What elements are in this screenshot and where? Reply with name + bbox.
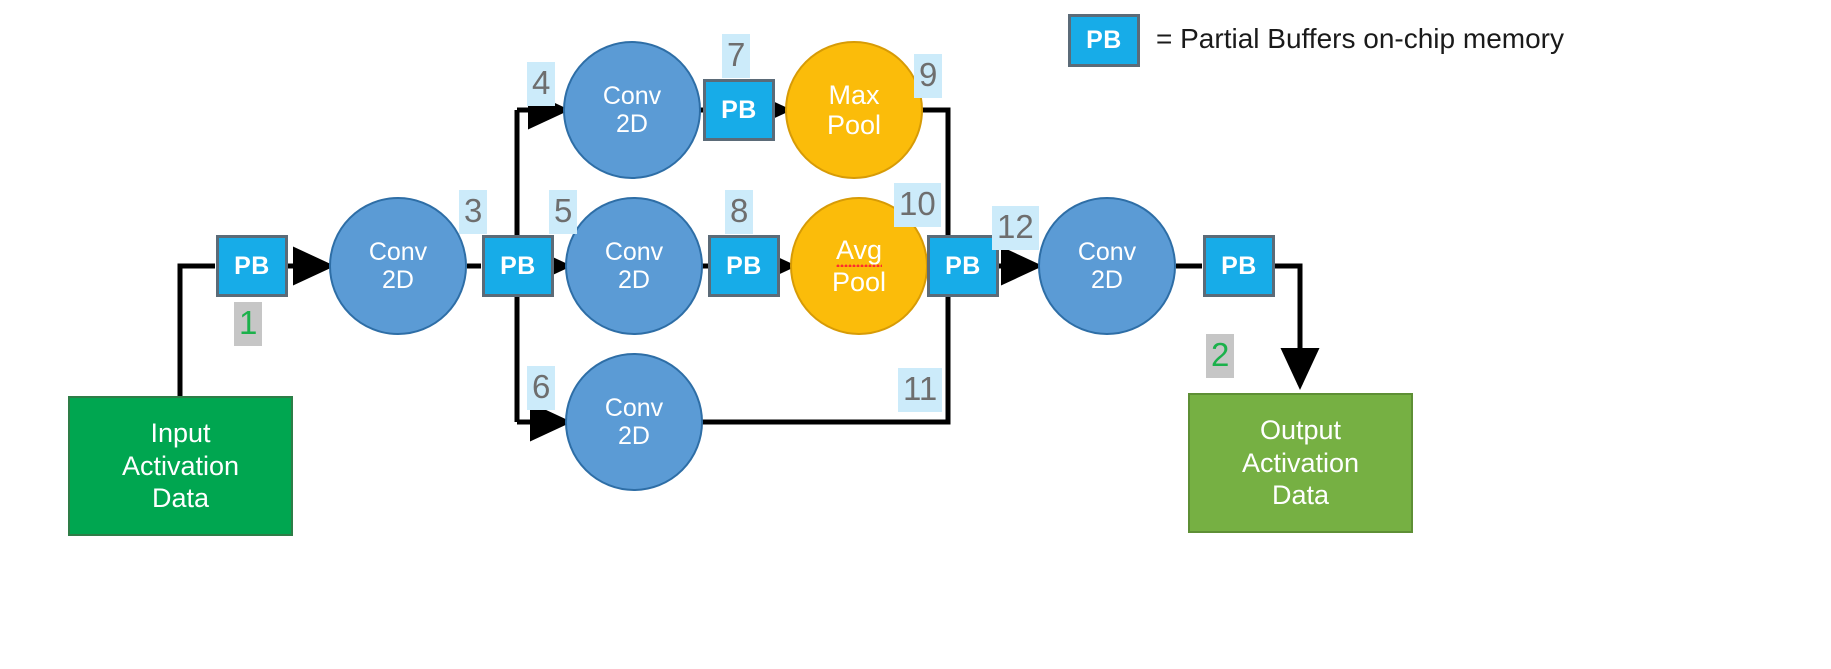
legend-pb-label: PB bbox=[1086, 26, 1122, 54]
max-pool-text: Max Pool bbox=[827, 80, 881, 140]
conv-last-text: Conv 2D bbox=[1078, 238, 1136, 294]
step-tag-1: 1 bbox=[234, 302, 263, 346]
wire-convbot-to-merge bbox=[700, 266, 951, 425]
input-block-text: Input Activation Data bbox=[122, 417, 239, 514]
step-tag-3: 3 bbox=[459, 190, 488, 234]
conv-first-text: Conv 2D bbox=[369, 238, 427, 294]
avg-pool-line2: Pool bbox=[831, 267, 887, 297]
pb-mid-label: PB bbox=[726, 251, 762, 280]
step-tag-11: 11 bbox=[898, 368, 943, 412]
conv-first-line1: Conv bbox=[368, 238, 428, 266]
conv-mid-line1: Conv bbox=[604, 238, 664, 266]
conv-mid-text: Conv 2D bbox=[605, 238, 663, 294]
legend-pb-badge: PB bbox=[1068, 14, 1140, 67]
pb-top-branch-buffer[interactable]: PB bbox=[703, 79, 775, 141]
pb-output-buffer[interactable]: PB bbox=[1203, 235, 1275, 297]
input-activation-data-block[interactable]: Input Activation Data bbox=[68, 396, 293, 536]
step-tag-6: 6 bbox=[527, 366, 556, 410]
conv-first-line2: 2D bbox=[382, 266, 414, 294]
conv2d-bottom-branch[interactable]: Conv 2D bbox=[565, 353, 703, 491]
conv-last-line2: 2D bbox=[1091, 266, 1123, 294]
wire-maxpool-to-merge bbox=[916, 107, 951, 266]
conv-top-text: Conv 2D bbox=[603, 82, 661, 138]
step-tag-5: 5 bbox=[549, 190, 578, 234]
step-tag-8: 8 bbox=[725, 190, 754, 234]
conv2d-top-branch[interactable]: Conv 2D bbox=[563, 41, 701, 179]
legend-description: = Partial Buffers on-chip memory bbox=[1156, 23, 1564, 54]
pb-input-label: PB bbox=[234, 251, 270, 280]
conv2d-middle-branch[interactable]: Conv 2D bbox=[565, 197, 703, 335]
step-tag-4: 4 bbox=[527, 62, 556, 106]
conv-bot-line1: Conv bbox=[604, 394, 664, 422]
conv-last-line1: Conv bbox=[1077, 238, 1137, 266]
wire-pbout-to-output bbox=[1275, 263, 1320, 390]
step-tag-7: 7 bbox=[722, 34, 751, 78]
wire-input-to-pb1 bbox=[177, 263, 215, 398]
output-line2: Activation bbox=[1241, 447, 1360, 478]
avg-pool-line1: Avg bbox=[835, 234, 883, 267]
step-tag-12: 12 bbox=[992, 206, 1039, 250]
pb-split-buffer[interactable]: PB bbox=[482, 235, 554, 297]
conv-bot-text: Conv 2D bbox=[605, 394, 663, 450]
conv-bot-line2: 2D bbox=[618, 422, 650, 450]
conv-top-line2: 2D bbox=[616, 110, 648, 138]
conv2d-last[interactable]: Conv 2D bbox=[1038, 197, 1176, 335]
output-activation-data-block[interactable]: Output Activation Data bbox=[1188, 393, 1413, 533]
conv-mid-line2: 2D bbox=[618, 266, 650, 294]
pb-merge-label: PB bbox=[945, 251, 981, 280]
pb-middle-branch-buffer[interactable]: PB bbox=[708, 235, 780, 297]
input-line3: Data bbox=[151, 483, 210, 514]
step-tag-2: 2 bbox=[1206, 334, 1235, 378]
max-pool[interactable]: Max Pool bbox=[785, 41, 923, 179]
output-block-text: Output Activation Data bbox=[1242, 414, 1359, 511]
output-line3: Data bbox=[1271, 480, 1330, 511]
conv-top-line1: Conv bbox=[602, 82, 662, 110]
pb-split-label: PB bbox=[500, 251, 536, 280]
pb-top-label: PB bbox=[721, 95, 757, 124]
max-pool-line2: Pool bbox=[826, 110, 882, 140]
input-line2: Activation bbox=[121, 450, 240, 481]
input-line1: Input bbox=[150, 418, 211, 449]
output-line1: Output bbox=[1259, 415, 1342, 446]
pb-input-buffer[interactable]: PB bbox=[216, 235, 288, 297]
step-tag-10: 10 bbox=[894, 183, 941, 227]
max-pool-line1: Max bbox=[828, 79, 880, 110]
pb-merge-buffer[interactable]: PB bbox=[927, 235, 999, 297]
conv2d-first[interactable]: Conv 2D bbox=[329, 197, 467, 335]
pb-output-label: PB bbox=[1221, 251, 1257, 280]
avg-pool-text: Avg Pool bbox=[831, 234, 887, 297]
step-tag-9: 9 bbox=[914, 54, 943, 98]
